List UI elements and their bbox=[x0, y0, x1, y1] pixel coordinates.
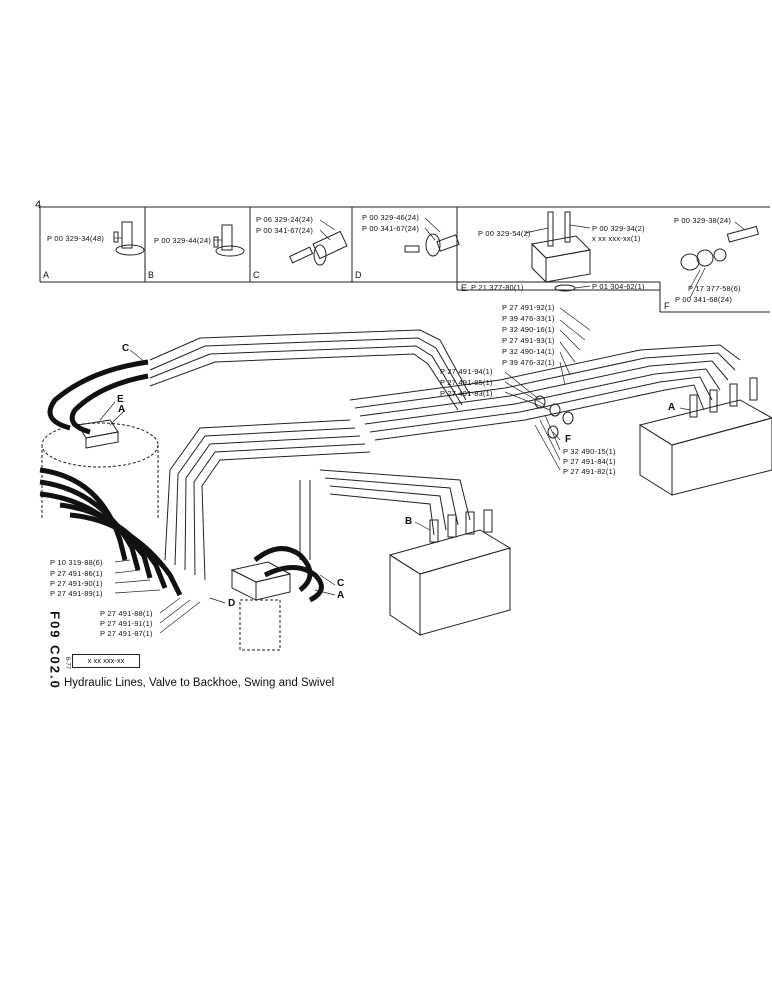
center-pipe-bundle bbox=[299, 469, 471, 560]
callout-midright-3: P 27 491-82(1) bbox=[563, 467, 616, 476]
callout-leftlow-1: P 27 491-88(1) bbox=[100, 609, 153, 618]
callout-right-4: P 27 491-93(1) bbox=[502, 336, 555, 345]
callout-mid-3: P 27 491-83(1) bbox=[440, 389, 493, 398]
marker-a-top: A bbox=[118, 404, 126, 415]
upper-hoses bbox=[47, 359, 149, 435]
right-pipe-bundle bbox=[349, 344, 741, 441]
panel-e-letter: E bbox=[461, 283, 468, 293]
page-title: Hydraulic Lines, Valve to Backhoe, Swing… bbox=[64, 677, 335, 689]
center-valve bbox=[388, 509, 512, 636]
marker-a-right: A bbox=[668, 402, 676, 413]
marker-c-top: C bbox=[122, 343, 130, 354]
callout-leftup-2: P 27 491-86(1) bbox=[50, 569, 103, 578]
callout-midright-2: P 27 491-84(1) bbox=[563, 457, 616, 466]
panel-f-label-3: P 00 341-68(24) bbox=[675, 295, 733, 304]
marker-a-low: A bbox=[337, 590, 345, 601]
left-pipe-bundle bbox=[164, 419, 371, 581]
code-box: x xx xxx-xx bbox=[72, 654, 140, 668]
panel-a-part bbox=[113, 221, 145, 256]
upper-pipe-bundle bbox=[149, 329, 471, 411]
callout-leftlow-2: P 27 491-91(1) bbox=[100, 619, 153, 628]
panel-e-label-4: P 21 377-80(1) bbox=[471, 283, 524, 292]
callout-right-2: P 39 476-33(1) bbox=[502, 314, 555, 323]
side-small-code: 6-77 bbox=[64, 656, 71, 670]
panel-b-label-1: P 00 329-44(24) bbox=[154, 236, 212, 245]
callout-mid-2: P 27 491-85(1) bbox=[440, 378, 493, 387]
page-number: 4 bbox=[35, 199, 42, 211]
panel-c-label-1: P 06 329-24(24) bbox=[256, 215, 314, 224]
panel-f-letter: F bbox=[664, 301, 670, 311]
panel-b-part bbox=[213, 224, 245, 257]
callout-right-6: P 39 476-32(1) bbox=[502, 358, 555, 367]
marker-c-low: C bbox=[337, 578, 345, 589]
panel-e-label-3: x xx xxx-xx(1) bbox=[592, 234, 641, 243]
panel-b-letter: B bbox=[148, 270, 155, 280]
panel-e-label-2: P 00 329-34(2) bbox=[592, 224, 645, 233]
side-code: F09 C02.0 bbox=[40, 610, 64, 700]
marker-f-mid: F bbox=[565, 434, 572, 445]
mid-fittings bbox=[534, 395, 574, 439]
callout-leftup-3: P 27 491-90(1) bbox=[50, 579, 103, 588]
leader-lines bbox=[99, 217, 746, 634]
panel-a-label-1: P 00 329-34(48) bbox=[47, 234, 105, 243]
callout-mid-1: P 27 491-94(1) bbox=[440, 367, 493, 376]
panel-d-part bbox=[404, 233, 460, 257]
marker-b-mid: B bbox=[405, 516, 413, 527]
callout-right-3: P 32 490-16(1) bbox=[502, 325, 555, 334]
right-valve bbox=[638, 377, 772, 496]
panel-f-part bbox=[680, 225, 760, 271]
panel-d-label-1: P 00 329-46(24) bbox=[362, 213, 420, 222]
panel-c-letter: C bbox=[253, 270, 260, 280]
marker-e-top: E bbox=[117, 394, 124, 405]
panel-f-label-2: P 17 377-58(6) bbox=[688, 284, 741, 293]
panel-c-label-2: P 00 341-67(24) bbox=[256, 226, 314, 235]
callout-right-5: P 32 490-14(1) bbox=[502, 347, 555, 356]
panel-e-label-5: P 01 304-62(1) bbox=[592, 282, 645, 291]
lower-left-hoses bbox=[39, 467, 183, 597]
panel-d-label-2: P 00 341-67(24) bbox=[362, 224, 420, 233]
panel-f-label-1: P 00 329-38(24) bbox=[674, 216, 732, 225]
panel-d-letter: D bbox=[355, 270, 362, 280]
panel-e-block bbox=[530, 211, 592, 292]
panel-a-letter: A bbox=[43, 270, 50, 280]
callout-right-1: P 27 491-92(1) bbox=[502, 303, 555, 312]
callout-midright-1: P 32 490-15(1) bbox=[563, 447, 616, 456]
callout-leftup-4: P 27 491-89(1) bbox=[50, 589, 103, 598]
panel-c-part bbox=[289, 230, 348, 266]
center-swivel bbox=[230, 561, 292, 651]
side-code-text: F09 C02.0 bbox=[47, 611, 63, 690]
panel-e-label-1: P 00 329-54(2) bbox=[478, 229, 531, 238]
callout-leftlow-3: P 27 491-87(1) bbox=[100, 629, 153, 638]
marker-d-low: D bbox=[228, 598, 236, 609]
panel-frame bbox=[39, 206, 770, 313]
callout-leftup-1: P 10 319-88(6) bbox=[50, 558, 103, 567]
